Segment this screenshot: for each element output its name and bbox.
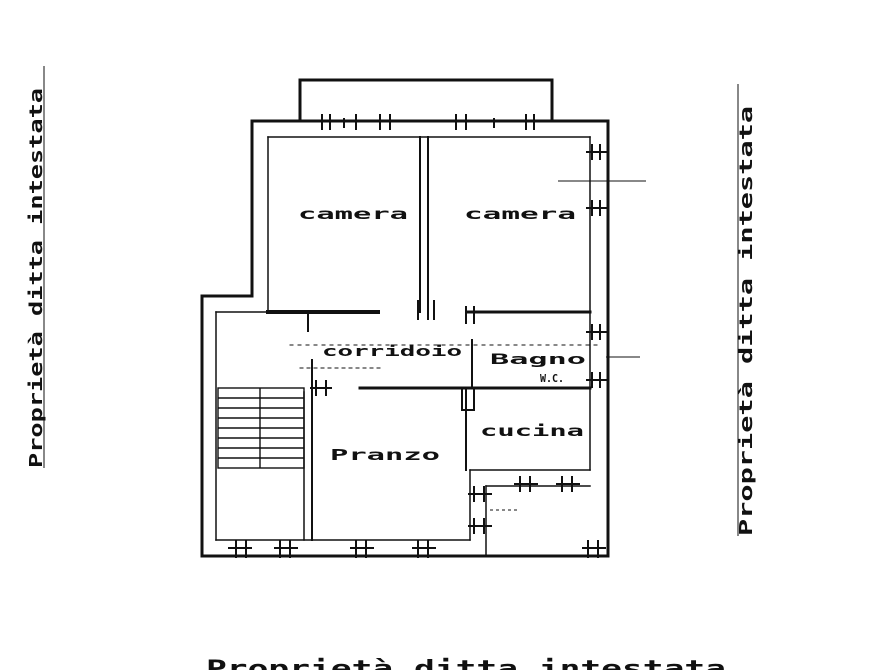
staircase <box>217 387 305 469</box>
room-label-bagno: Bagno <box>490 352 586 368</box>
opening-marks <box>228 114 608 558</box>
room-label-camera-1: camera <box>298 205 408 223</box>
room-label-wc: W.C. <box>540 372 564 385</box>
interior-walls <box>266 136 601 541</box>
side-label-left: Proprietà ditta intestata <box>26 88 47 468</box>
room-label-pranzo: Pranzo <box>330 446 440 464</box>
room-label-corridoio: corridoio <box>322 344 462 360</box>
room-label-camera-2: camera <box>464 205 576 223</box>
room-labels: camera camera corridoio Bagno W.C. cucin… <box>298 205 586 464</box>
room-label-cucina: cucina <box>480 422 584 440</box>
outer-walls <box>200 78 610 558</box>
construction-lines <box>43 66 739 536</box>
side-label-right: Proprietà ditta intestata <box>736 106 757 536</box>
bottom-label: Proprietà ditta intestata <box>206 657 726 670</box>
